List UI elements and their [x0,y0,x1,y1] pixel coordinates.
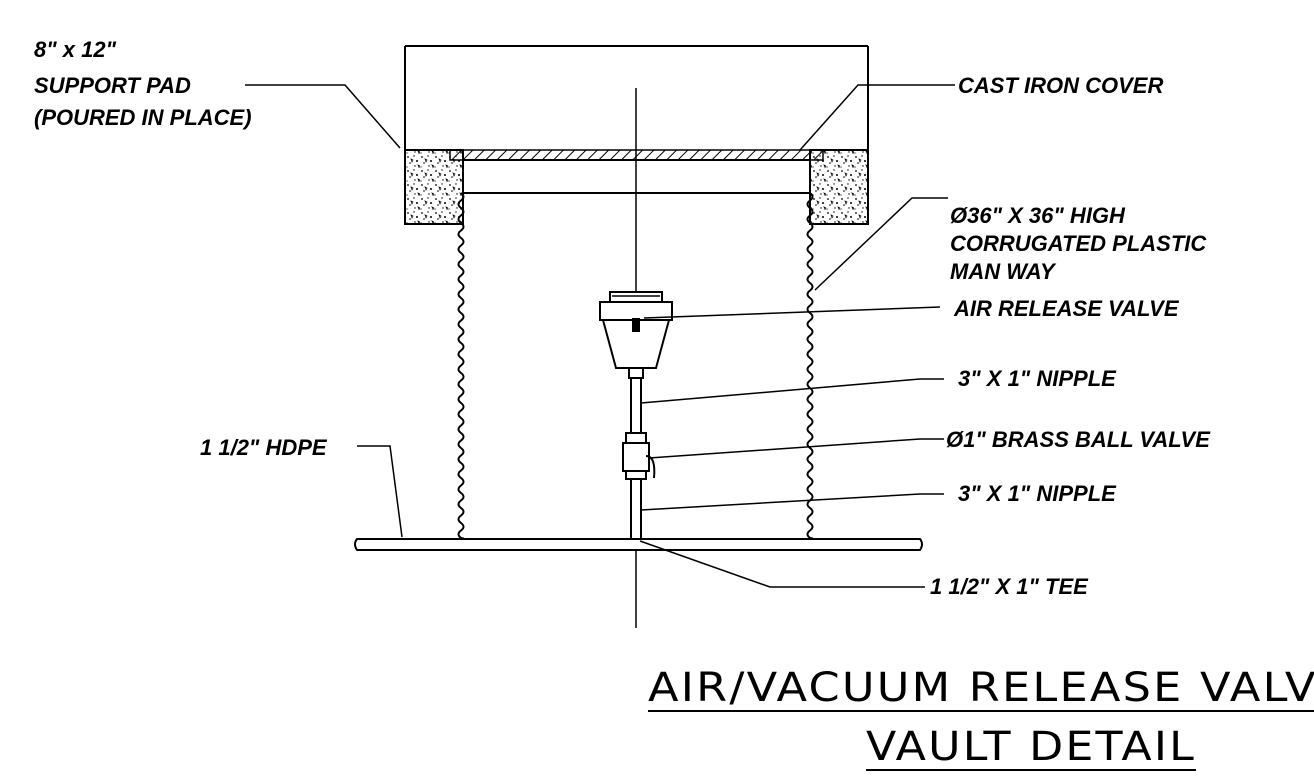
support-pad-label-size: 8" x 12" [34,37,117,62]
ball-valve-label: Ø1" BRASS BALL VALVE [946,427,1211,452]
manway-wall-left [457,192,465,540]
lower-nipple-label: 3" X 1" NIPPLE [958,481,1117,506]
title-line-2: VAULT DETAIL [866,724,1196,770]
manway-label-name: MAN WAY [950,259,1057,284]
support-pad-label-name: SUPPORT PAD [34,73,191,98]
title-line-1: AIR/VACUUM RELEASE VALVE [648,665,1314,711]
upper-nipple-label: 3" X 1" NIPPLE [958,366,1117,391]
hdpe-pipe [354,538,923,551]
frame-outline [404,45,869,150]
brass-ball-valve [622,432,656,480]
manway-label-size: Ø36" X 36" HIGH [950,203,1126,228]
manway-label-material: CORRUGATED PLASTIC [950,231,1207,256]
air-release-valve [599,291,673,379]
manway-wall-right [806,192,814,540]
upper-nipple [630,377,642,434]
air-release-valve-label: AIR RELEASE VALVE [953,296,1180,321]
support-pad-label-note: (POURED IN PLACE) [34,105,252,130]
cast-iron-cover-label: CAST IRON COVER [958,73,1163,98]
hdpe-label: 1 1/2" HDPE [200,435,328,460]
lower-nipple [630,478,642,540]
leader-lines [245,84,955,588]
tee-label: 1 1/2" X 1" TEE [930,574,1089,599]
support-pad [404,149,869,225]
